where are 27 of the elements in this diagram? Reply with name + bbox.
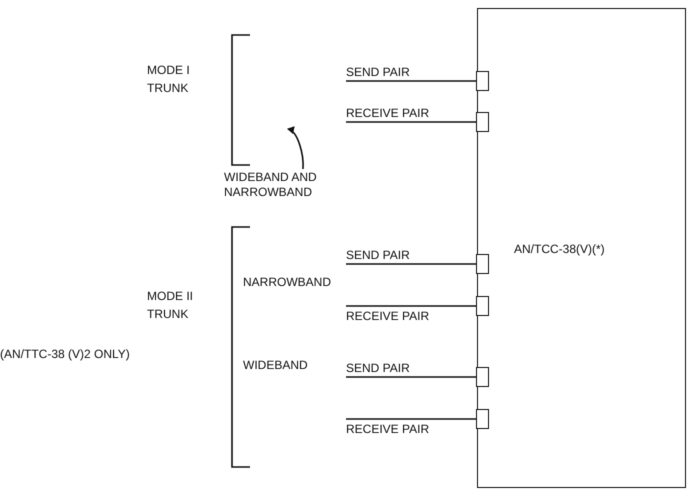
wire-line bbox=[346, 121, 477, 123]
equipment-box bbox=[477, 8, 686, 488]
wire-label: SEND PAIR bbox=[346, 248, 410, 263]
connector-terminal bbox=[476, 112, 490, 132]
connector-terminal bbox=[476, 409, 490, 430]
text-label: WIDEBAND bbox=[243, 357, 309, 374]
connector-terminal bbox=[476, 254, 490, 274]
wire-label: RECEIVE PAIR bbox=[346, 422, 430, 437]
text-label: MODE I TRUNK bbox=[147, 62, 191, 97]
connector-terminal bbox=[476, 367, 490, 388]
wire-label: SEND PAIR bbox=[346, 361, 410, 376]
callout-text: WIDEBAND AND NARROWBAND bbox=[224, 170, 342, 202]
wire-line bbox=[346, 80, 477, 82]
equipment-label: AN/TCC-38(V)(*) bbox=[514, 242, 605, 257]
wire-line bbox=[346, 263, 477, 265]
wire-label: RECEIVE PAIR bbox=[346, 309, 430, 324]
wire-line bbox=[346, 305, 477, 307]
text-label: NARROWBAND bbox=[243, 274, 332, 291]
leader-arrow bbox=[287, 127, 304, 170]
wire-line bbox=[346, 418, 477, 420]
text-label: MODE II TRUNK bbox=[147, 288, 194, 323]
wire-label: RECEIVE PAIR bbox=[346, 106, 430, 121]
wire-label: SEND PAIR bbox=[346, 65, 410, 80]
wire-line bbox=[346, 376, 477, 378]
connector-terminal bbox=[476, 71, 490, 92]
connector-terminal bbox=[476, 296, 490, 316]
text-label: (AN/TTC-38 (V)2 ONLY) bbox=[0, 346, 131, 363]
